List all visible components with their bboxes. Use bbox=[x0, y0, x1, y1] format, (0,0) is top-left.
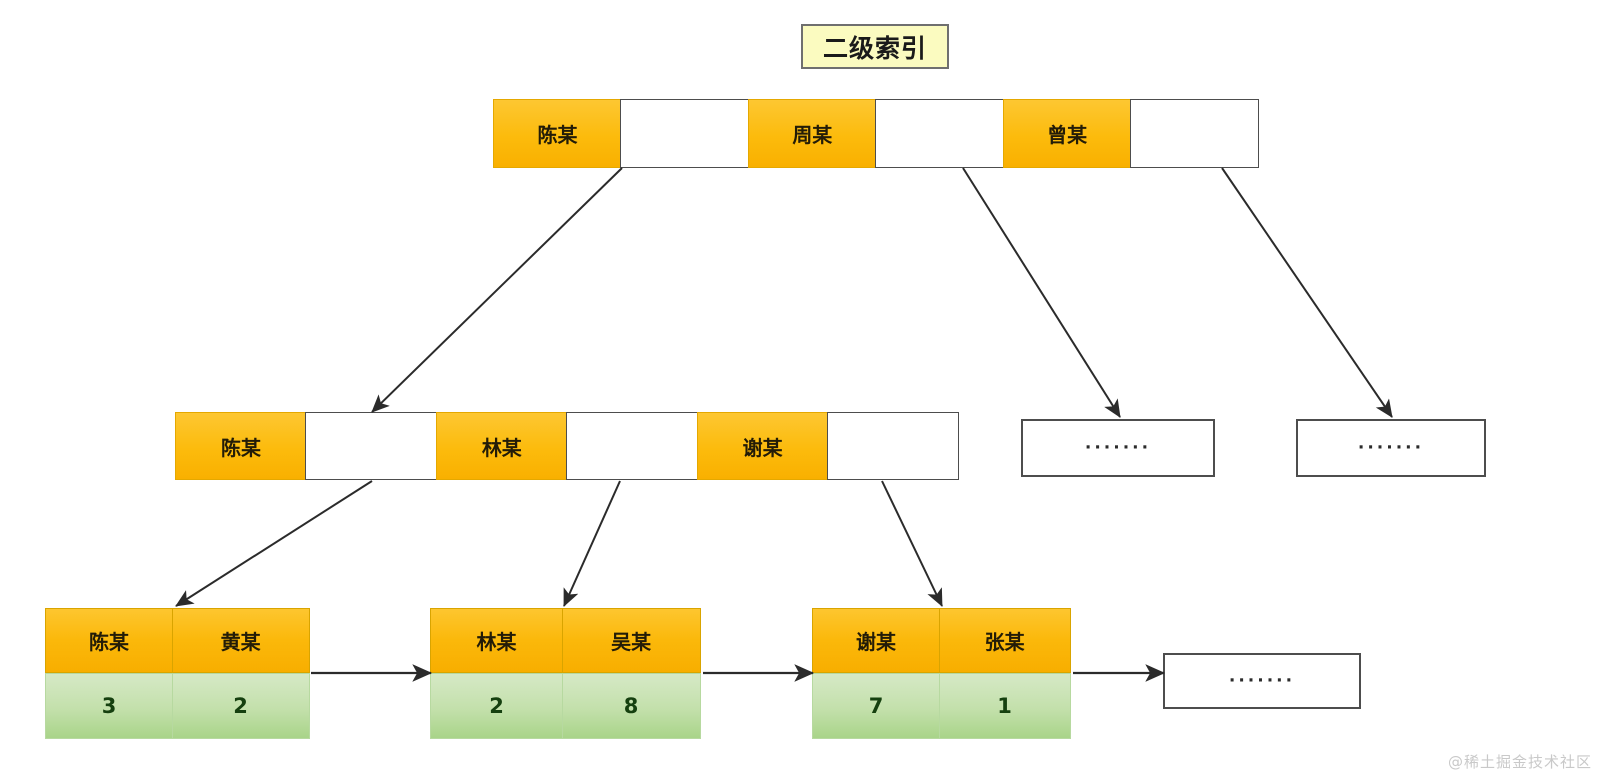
root-cell-pointer-1[interactable] bbox=[620, 99, 750, 168]
root-cell-key-0[interactable]: 陈某 bbox=[493, 99, 622, 168]
arrow-middle-to-leaf-2 bbox=[563, 480, 621, 607]
watermark: @稀土掘金技术社区 bbox=[1447, 753, 1592, 771]
middle-cell-pointer-5[interactable] bbox=[827, 412, 960, 480]
arrow-root-to-middle-ellipsis-2 bbox=[1221, 167, 1393, 418]
middle-ellipsis-node-1: ······· bbox=[1021, 419, 1215, 477]
middle-cell-key-4[interactable]: 谢某 bbox=[696, 412, 829, 480]
root-cell-key-2[interactable]: 周某 bbox=[747, 99, 877, 168]
leaf-node-3: 谢某 张某 7 1 bbox=[812, 608, 1071, 739]
root-cell-key-4[interactable]: 曾某 bbox=[1002, 99, 1132, 168]
middle-cell-pointer-1[interactable] bbox=[305, 412, 438, 480]
leaf-node-1-value-0[interactable]: 3 bbox=[45, 673, 173, 739]
leaf-node-3-value-0[interactable]: 7 bbox=[812, 673, 940, 739]
leaf-node-3-keys-row: 谢某 张某 bbox=[812, 608, 1071, 673]
root-cell-pointer-3[interactable] bbox=[875, 99, 1005, 168]
middle-cell-pointer-3[interactable] bbox=[566, 412, 699, 480]
leaf-node-3-values-row: 7 1 bbox=[812, 673, 1071, 739]
leaf-node-2-key-1[interactable]: 吴某 bbox=[561, 608, 701, 673]
leaf-node-3-key-1[interactable]: 张某 bbox=[938, 608, 1071, 673]
arrow-middle-to-leaf-3 bbox=[881, 480, 943, 607]
leaf-node-1-value-1[interactable]: 2 bbox=[171, 673, 310, 739]
leaf-node-2-values-row: 2 8 bbox=[430, 673, 701, 739]
arrow-root-to-middle-node bbox=[371, 167, 623, 413]
root-cell-pointer-5[interactable] bbox=[1130, 99, 1260, 168]
leaf-node-3-key-0[interactable]: 谢某 bbox=[812, 608, 940, 673]
middle-index-node: 陈某 林某 谢某 bbox=[175, 412, 960, 480]
leaf-node-3-value-1[interactable]: 1 bbox=[938, 673, 1071, 739]
leaf-node-1: 陈某 黄某 3 2 bbox=[45, 608, 310, 739]
middle-ellipsis-node-2: ······· bbox=[1296, 419, 1486, 477]
leaf-node-1-key-0[interactable]: 陈某 bbox=[45, 608, 173, 673]
middle-cell-key-0[interactable]: 陈某 bbox=[175, 412, 307, 480]
leaf-node-2-key-0[interactable]: 林某 bbox=[430, 608, 563, 673]
leaf-node-2-value-0[interactable]: 2 bbox=[430, 673, 563, 739]
leaf-node-2-value-1[interactable]: 8 bbox=[561, 673, 701, 739]
leaf-node-1-values-row: 3 2 bbox=[45, 673, 310, 739]
leaf-node-1-keys-row: 陈某 黄某 bbox=[45, 608, 310, 673]
middle-cell-key-2[interactable]: 林某 bbox=[435, 412, 568, 480]
leaf-node-1-key-1[interactable]: 黄某 bbox=[171, 608, 310, 673]
leaf-ellipsis-node: ······· bbox=[1163, 653, 1361, 709]
root-index-node: 陈某 周某 曾某 bbox=[493, 99, 1260, 168]
page-title: 二级索引 bbox=[801, 24, 949, 69]
arrow-middle-to-leaf-1 bbox=[175, 480, 373, 607]
leaf-node-2-keys-row: 林某 吴某 bbox=[430, 608, 701, 673]
leaf-node-2: 林某 吴某 2 8 bbox=[430, 608, 701, 739]
arrow-root-to-middle-ellipsis-1 bbox=[962, 167, 1121, 418]
